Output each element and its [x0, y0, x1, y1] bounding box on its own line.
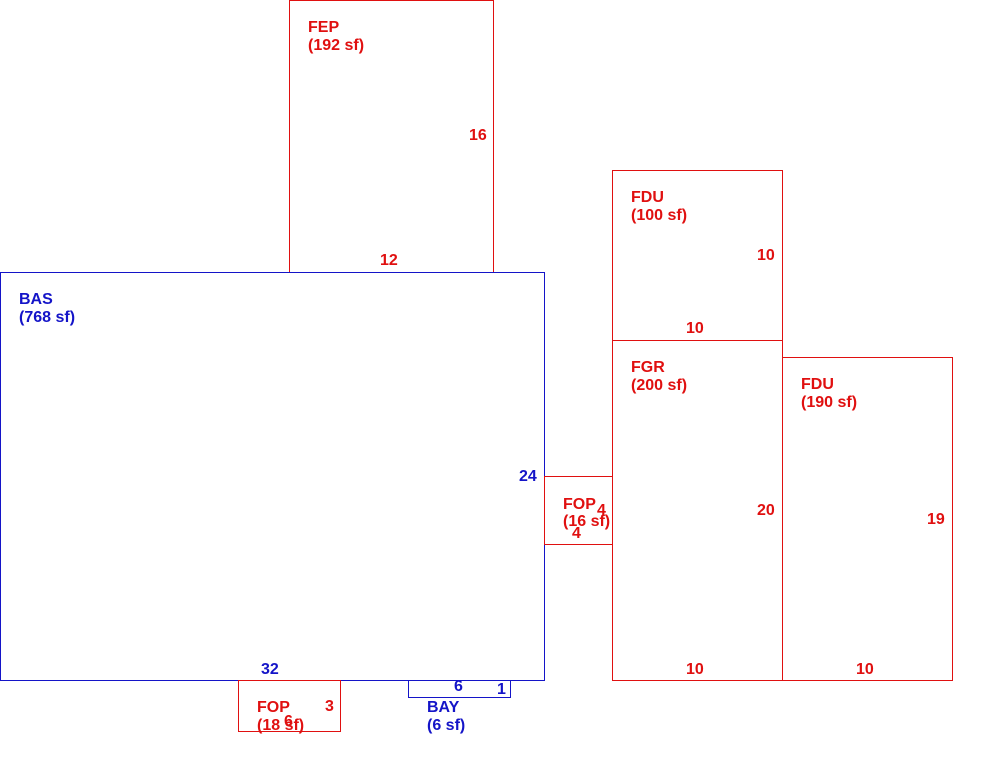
fop-side-dim-bottom: 4 [572, 525, 581, 542]
bas-area [0, 272, 545, 681]
bas-dim-bottom: 32 [261, 661, 279, 678]
fdu-right-dim-side: 19 [927, 511, 945, 528]
fep-area-label: (192 sf) [308, 37, 365, 54]
fop-side-code: FOP [563, 496, 596, 513]
fdu-right-area-label: (190 sf) [801, 394, 858, 411]
fop-side-dim-side: 4 [597, 502, 606, 519]
bas-area-label: (768 sf) [19, 309, 76, 326]
bay-code: BAY [427, 699, 460, 716]
fop-bottom-dim-side: 3 [325, 698, 334, 715]
fdu-right-area [782, 357, 953, 681]
fep-dim-side: 16 [469, 127, 487, 144]
bas-code: BAS [19, 291, 53, 308]
fop-side-area-label: (16 sf) [563, 513, 611, 530]
bay-dim-bottom: 6 [454, 678, 463, 695]
bay-area-label: (6 sf) [427, 717, 466, 734]
fop-bottom-code: FOP [257, 699, 290, 716]
fdu-right-code: FDU [801, 376, 834, 393]
fgr-dim-side: 20 [757, 502, 775, 519]
fop-bottom-area [238, 680, 341, 732]
fdu-upper-dim-bottom: 10 [686, 320, 704, 337]
fep-code: FEP [308, 19, 340, 36]
bas-dim-side: 24 [519, 468, 537, 485]
fop-side-area [544, 476, 613, 545]
fdu-upper-code: FDU [631, 189, 664, 206]
fgr-area-label: (200 sf) [631, 377, 688, 394]
fop-bottom-area-label: (18 sf) [257, 717, 305, 734]
fgr-code: FGR [631, 359, 665, 376]
fdu-upper-area-label: (100 sf) [631, 207, 688, 224]
fep-dim-bottom: 12 [380, 252, 398, 269]
fdu-right-dim-bottom: 10 [856, 661, 874, 678]
fdu-upper-dim-side: 10 [757, 247, 775, 264]
fgr-dim-bottom: 10 [686, 661, 704, 678]
bay-dim-side: 1 [497, 681, 506, 698]
fop-bottom-dim-bottom: 6 [284, 713, 293, 730]
bay-area [408, 680, 511, 698]
